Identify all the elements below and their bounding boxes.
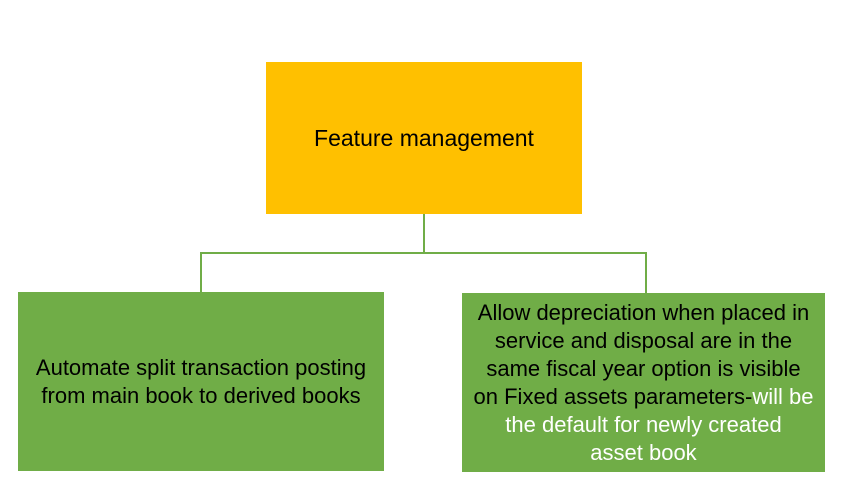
child-node-allow-depreciation: Allow depreciation when placed in servic…	[462, 293, 825, 472]
child-node-allow-depreciation-label: Allow depreciation when placed in servic…	[474, 299, 814, 467]
connector-right-drop	[645, 252, 647, 293]
allow-depreciation-label-white-part: will be the default for newly created as…	[505, 383, 814, 465]
root-node-label: Feature management	[314, 125, 534, 151]
connector-root-stem	[423, 214, 425, 254]
root-node-feature-management: Feature management	[266, 62, 582, 214]
child-node-split-transaction: Automate split transaction posting from …	[18, 292, 384, 471]
child-node-split-transaction-label: Automate split transaction posting from …	[35, 354, 367, 408]
allow-depreciation-label-black-part: Allow depreciation when placed in servic…	[473, 299, 810, 409]
connector-horizontal	[200, 252, 647, 254]
connector-left-drop	[200, 252, 202, 292]
